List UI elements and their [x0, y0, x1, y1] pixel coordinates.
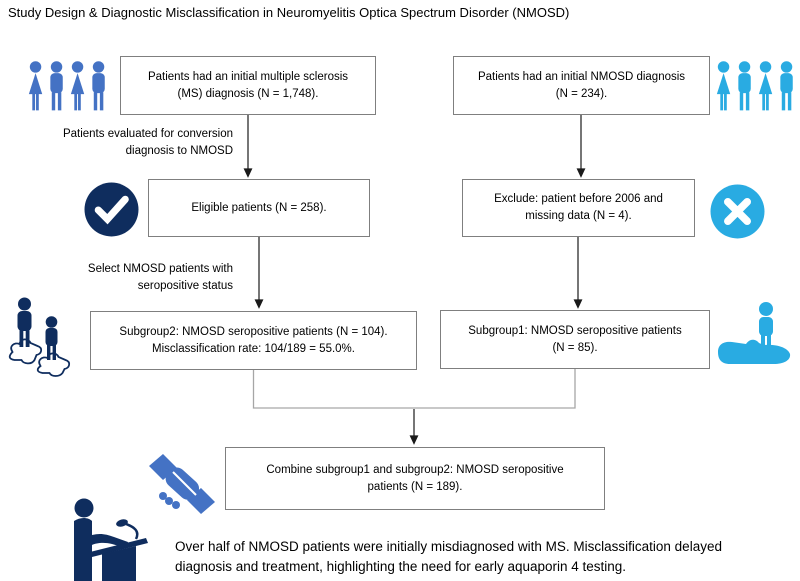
box-exclude-patients: Exclude: patient before 2006 and missing… — [462, 179, 695, 237]
handshake-icon — [143, 452, 221, 516]
box-nmosd-initial-diagnosis: Patients had an initial NMOSD diagnosis … — [453, 56, 710, 115]
hand-holding-person-icon — [716, 300, 794, 370]
patient-group-icon — [714, 57, 798, 116]
box-subgroup2: Subgroup2: NMOSD seropositive patients (… — [90, 311, 417, 370]
conclusion-text: Over half of NMOSD patients were initial… — [175, 539, 722, 574]
check-circle-icon — [84, 182, 139, 237]
box-combine-subgroups: Combine subgroup1 and subgroup2: NMOSD s… — [225, 447, 605, 510]
x-circle-icon — [710, 184, 765, 239]
person-at-podium-icon — [56, 497, 154, 581]
figure-title: Study Design & Diagnostic Misclassificat… — [8, 5, 570, 20]
people-on-puzzle-icon — [4, 296, 79, 378]
label-select-seropositive: Select NMOSD patients with seropositive … — [87, 263, 233, 293]
label-conversion-evaluation: Patients evaluated for conversion diagno… — [62, 128, 233, 158]
box-subgroup1: Subgroup1: NMOSD seropositive patients (… — [440, 310, 710, 369]
box-eligible-patients: Eligible patients (N = 258). — [148, 179, 370, 237]
elbow-connector — [252, 369, 576, 409]
patient-group-icon — [26, 57, 110, 116]
box-ms-initial-diagnosis: Patients had an initial multiple scleros… — [120, 56, 376, 115]
